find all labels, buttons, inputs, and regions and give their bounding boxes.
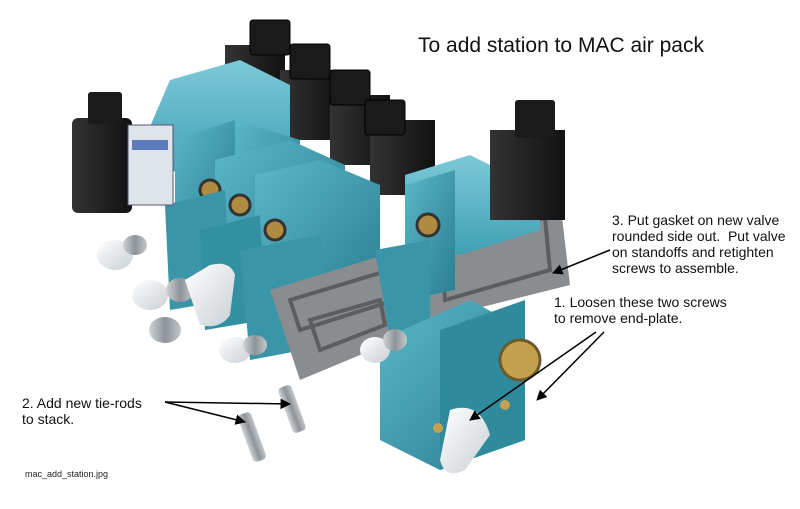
air-fittings [97,235,407,363]
left-solenoid-coil [72,92,174,213]
end-plate [380,300,542,474]
step3-note: 3. Put gasket on new valve rounded side … [612,212,786,276]
step2-note: 2. Add new tie-rods to stack. [22,395,142,427]
step1-note: 1. Loosen these two screws to remove end… [554,294,727,326]
tie-rods [237,385,306,462]
page-title: To add station to MAC air pack [418,34,704,57]
back-coils [225,19,435,195]
new-valve [375,100,565,340]
file-caption: mac_add_station.jpg [25,469,109,479]
annotation-arrows [164,249,611,425]
